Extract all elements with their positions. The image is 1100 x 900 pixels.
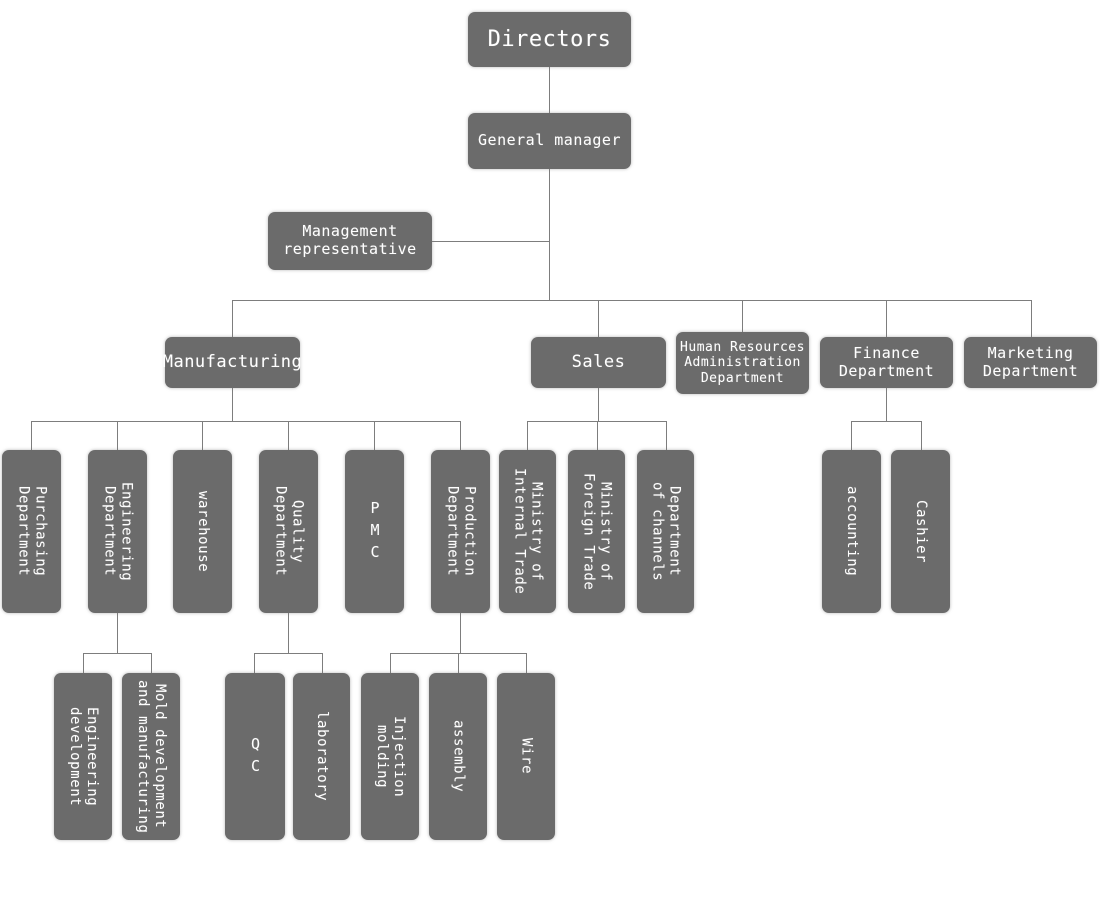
node-engineering-department-label: Engineering Department bbox=[101, 481, 135, 582]
node-engineering-development[interactable]: Engineering development bbox=[54, 673, 112, 840]
node-sales-label: Sales bbox=[571, 352, 626, 373]
node-engineering-department[interactable]: Engineering Department bbox=[88, 450, 147, 613]
connector-drop-manufacturing bbox=[232, 300, 233, 337]
node-directors-label: Directors bbox=[487, 26, 612, 52]
node-cashier[interactable]: Cashier bbox=[891, 450, 950, 613]
connector-drop-hr bbox=[742, 300, 743, 332]
node-pmc[interactable]: PMC bbox=[345, 450, 404, 613]
node-directors[interactable]: Directors bbox=[468, 12, 631, 67]
connector-general-manager-trunk bbox=[549, 169, 550, 300]
node-injection-molding-label: Injection molding bbox=[374, 715, 408, 798]
node-sales[interactable]: Sales bbox=[531, 337, 666, 388]
node-wire[interactable]: Wire bbox=[497, 673, 555, 840]
connector-drop-cashier bbox=[921, 421, 922, 450]
node-assembly[interactable]: assembly bbox=[429, 673, 487, 840]
connector-drop-sales bbox=[598, 300, 599, 337]
connector-drop-accounting bbox=[851, 421, 852, 450]
node-purchasing-department[interactable]: Purchasing Department bbox=[2, 450, 61, 613]
connector-drop-warehouse bbox=[202, 421, 203, 450]
connector-drop-pmc bbox=[374, 421, 375, 450]
node-cashier-label: Cashier bbox=[913, 499, 930, 564]
node-mold-development-and-manufacturing-label: Mold development and manufacturing bbox=[135, 679, 169, 834]
connector-drop-marketing bbox=[1031, 300, 1032, 337]
node-department-of-channels[interactable]: Department of channels bbox=[637, 450, 694, 613]
node-quality-department[interactable]: Quality Department bbox=[259, 450, 318, 613]
node-general-manager-label: General manager bbox=[478, 131, 621, 150]
node-hr-administration-department-label: Human Resources Administration Departmen… bbox=[680, 340, 805, 386]
connector-drop-channels bbox=[666, 421, 667, 450]
node-wire-label: Wire bbox=[518, 738, 535, 775]
node-ministry-of-internal-trade-label: Ministry of Internal Trade bbox=[511, 468, 545, 595]
node-finance-department[interactable]: Finance Department bbox=[820, 337, 953, 388]
connector-drop-internal-trade bbox=[527, 421, 528, 450]
node-ministry-of-foreign-trade[interactable]: Ministry of Foreign Trade bbox=[568, 450, 625, 613]
connector-main-bus bbox=[232, 300, 1032, 301]
node-qc-label: QC bbox=[246, 734, 265, 779]
node-manufacturing[interactable]: Manufacturing bbox=[163, 337, 302, 388]
node-warehouse-label: warehouse bbox=[195, 490, 212, 573]
node-production-department[interactable]: Production Department bbox=[431, 450, 490, 613]
connector-drop-engineering-development bbox=[83, 653, 84, 673]
node-marketing-department[interactable]: Marketing Department bbox=[964, 337, 1097, 388]
connector-drop-injection-molding bbox=[390, 653, 391, 673]
connector-drop-production bbox=[460, 421, 461, 450]
connector-production-trunk bbox=[460, 613, 461, 653]
node-pmc-label: PMC bbox=[366, 498, 384, 565]
node-injection-molding[interactable]: Injection molding bbox=[361, 673, 419, 840]
node-production-department-label: Production Department bbox=[444, 486, 478, 577]
node-management-representative[interactable]: Management representative bbox=[268, 212, 432, 270]
node-accounting[interactable]: accounting bbox=[822, 450, 881, 613]
connector-drop-qc bbox=[254, 653, 255, 673]
connector-sales-bus bbox=[527, 421, 666, 422]
node-ministry-of-internal-trade[interactable]: Ministry of Internal Trade bbox=[499, 450, 556, 613]
connector-quality-bus bbox=[254, 653, 322, 654]
connector-drop-foreign-trade bbox=[597, 421, 598, 450]
connector-manufacturing-trunk bbox=[232, 388, 233, 421]
connector-drop-purchasing bbox=[31, 421, 32, 450]
connector-drop-assembly bbox=[458, 653, 459, 673]
connector-quality-trunk bbox=[288, 613, 289, 653]
node-ministry-of-foreign-trade-label: Ministry of Foreign Trade bbox=[580, 472, 614, 591]
node-warehouse[interactable]: warehouse bbox=[173, 450, 232, 613]
connector-directors-to-general-manager bbox=[549, 67, 550, 113]
node-engineering-development-label: Engineering development bbox=[67, 706, 101, 807]
node-purchasing-department-label: Purchasing Department bbox=[15, 486, 49, 577]
node-assembly-label: assembly bbox=[450, 720, 467, 793]
node-general-manager[interactable]: General manager bbox=[468, 113, 631, 169]
node-manufacturing-label: Manufacturing bbox=[162, 352, 303, 373]
connector-drop-engineering bbox=[117, 421, 118, 450]
node-finance-department-label: Finance Department bbox=[838, 343, 935, 380]
node-department-of-channels-label: Department of channels bbox=[649, 481, 683, 582]
connector-manufacturing-bus bbox=[31, 421, 460, 422]
connector-engineering-trunk bbox=[117, 613, 118, 653]
connector-drop-finance bbox=[886, 300, 887, 337]
connector-drop-mold-development bbox=[151, 653, 152, 673]
connector-drop-wire bbox=[526, 653, 527, 673]
node-laboratory[interactable]: laboratory bbox=[293, 673, 350, 840]
node-laboratory-label: laboratory bbox=[314, 711, 331, 802]
node-management-representative-label: Management representative bbox=[283, 222, 417, 258]
node-qc[interactable]: QC bbox=[225, 673, 285, 840]
node-accounting-label: accounting bbox=[844, 486, 861, 577]
node-hr-administration-department[interactable]: Human Resources Administration Departmen… bbox=[676, 332, 809, 394]
node-mold-development-and-manufacturing[interactable]: Mold development and manufacturing bbox=[122, 673, 180, 840]
connector-finance-trunk bbox=[886, 388, 887, 421]
node-quality-department-label: Quality Department bbox=[272, 486, 306, 577]
connector-finance-bus bbox=[851, 421, 921, 422]
connector-engineering-bus bbox=[83, 653, 151, 654]
node-marketing-department-label: Marketing Department bbox=[982, 343, 1079, 380]
connector-drop-laboratory bbox=[322, 653, 323, 673]
connector-sales-trunk bbox=[598, 388, 599, 421]
connector-drop-quality bbox=[288, 421, 289, 450]
connector-management-representative bbox=[432, 241, 550, 242]
